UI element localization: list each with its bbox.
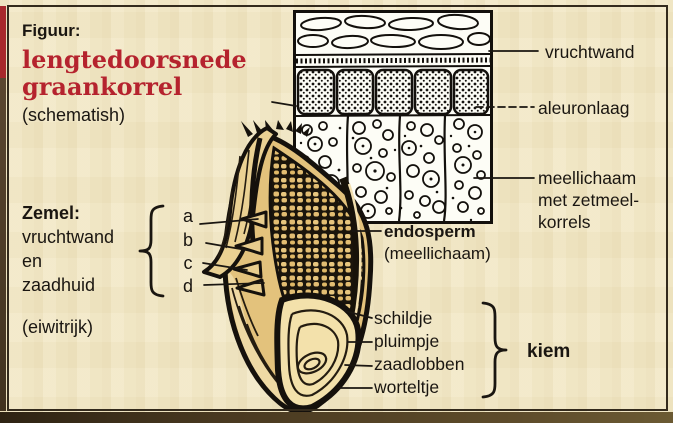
marker-c: c (183, 253, 193, 273)
zemel-note: (eiwitrijk) (22, 317, 93, 337)
label-meellichaam: meellichaam met zetmeel- korrels (538, 167, 639, 233)
germ-contours (287, 309, 349, 397)
grain-illustration (202, 120, 374, 415)
zemel-line-en: en (22, 251, 43, 271)
label-endosperm-sub: (meellichaam) (384, 244, 491, 263)
label-meellichaam-line2: met zetmeel- (538, 190, 640, 210)
zemel-line-zaadhuid: zaadhuid (22, 275, 96, 295)
figure-title-block: Figuur: lengtedoorsnede graankorrel (sch… (22, 22, 247, 124)
grain-crease-highlight (347, 183, 362, 325)
brace-zemel (138, 204, 165, 298)
cells-inset-illustration (293, 10, 493, 224)
zemel-heading: Zemel: (22, 203, 81, 223)
label-vruchtwand: vruchtwand (545, 42, 635, 62)
vruchtwand-cells (297, 13, 491, 50)
figure-title-line1: lengtedoorsnede (22, 45, 247, 74)
label-schildje: schildje (374, 308, 433, 328)
label-zaadlobben: zaadlobben (374, 354, 465, 374)
aleurone-cells (296, 68, 490, 116)
label-endosperm-block: endosperm (meellichaam) (384, 221, 491, 265)
page-edge-bottom (0, 412, 673, 423)
label-pluimpje: pluimpje (374, 331, 440, 351)
zemel-line-vruchtwand: vruchtwand (22, 227, 115, 247)
figure-subtitle: (schematish) (22, 105, 126, 125)
label-meellichaam-line1: meellichaam (538, 168, 637, 188)
brace-kiem (481, 301, 508, 399)
seed-coat-band (295, 53, 491, 68)
label-kiem-group: kiem (527, 341, 571, 362)
kiem-parts-list: schildje pluimpje zaadlobben worteltje (374, 307, 465, 399)
grain-seam (249, 137, 263, 243)
bran-flap (202, 126, 278, 279)
grain-hairs (241, 120, 310, 137)
marker-b: b (182, 230, 193, 250)
page-edge-red (0, 6, 6, 78)
figure-title-line2: graankorrel (22, 72, 183, 101)
marker-a: a (182, 206, 193, 226)
label-meellichaam-line3: korrels (538, 212, 591, 232)
label-aleuronlaag: aleuronlaag (538, 98, 630, 118)
marker-d: d (182, 276, 193, 296)
label-worteltje: worteltje (374, 377, 440, 397)
zemel-label-block: Zemel: vruchtwand en zaadhuid (22, 201, 114, 297)
figure-heading: Figuur: (22, 21, 81, 40)
page-edge-left (0, 78, 6, 411)
label-endosperm: endosperm (384, 222, 476, 241)
